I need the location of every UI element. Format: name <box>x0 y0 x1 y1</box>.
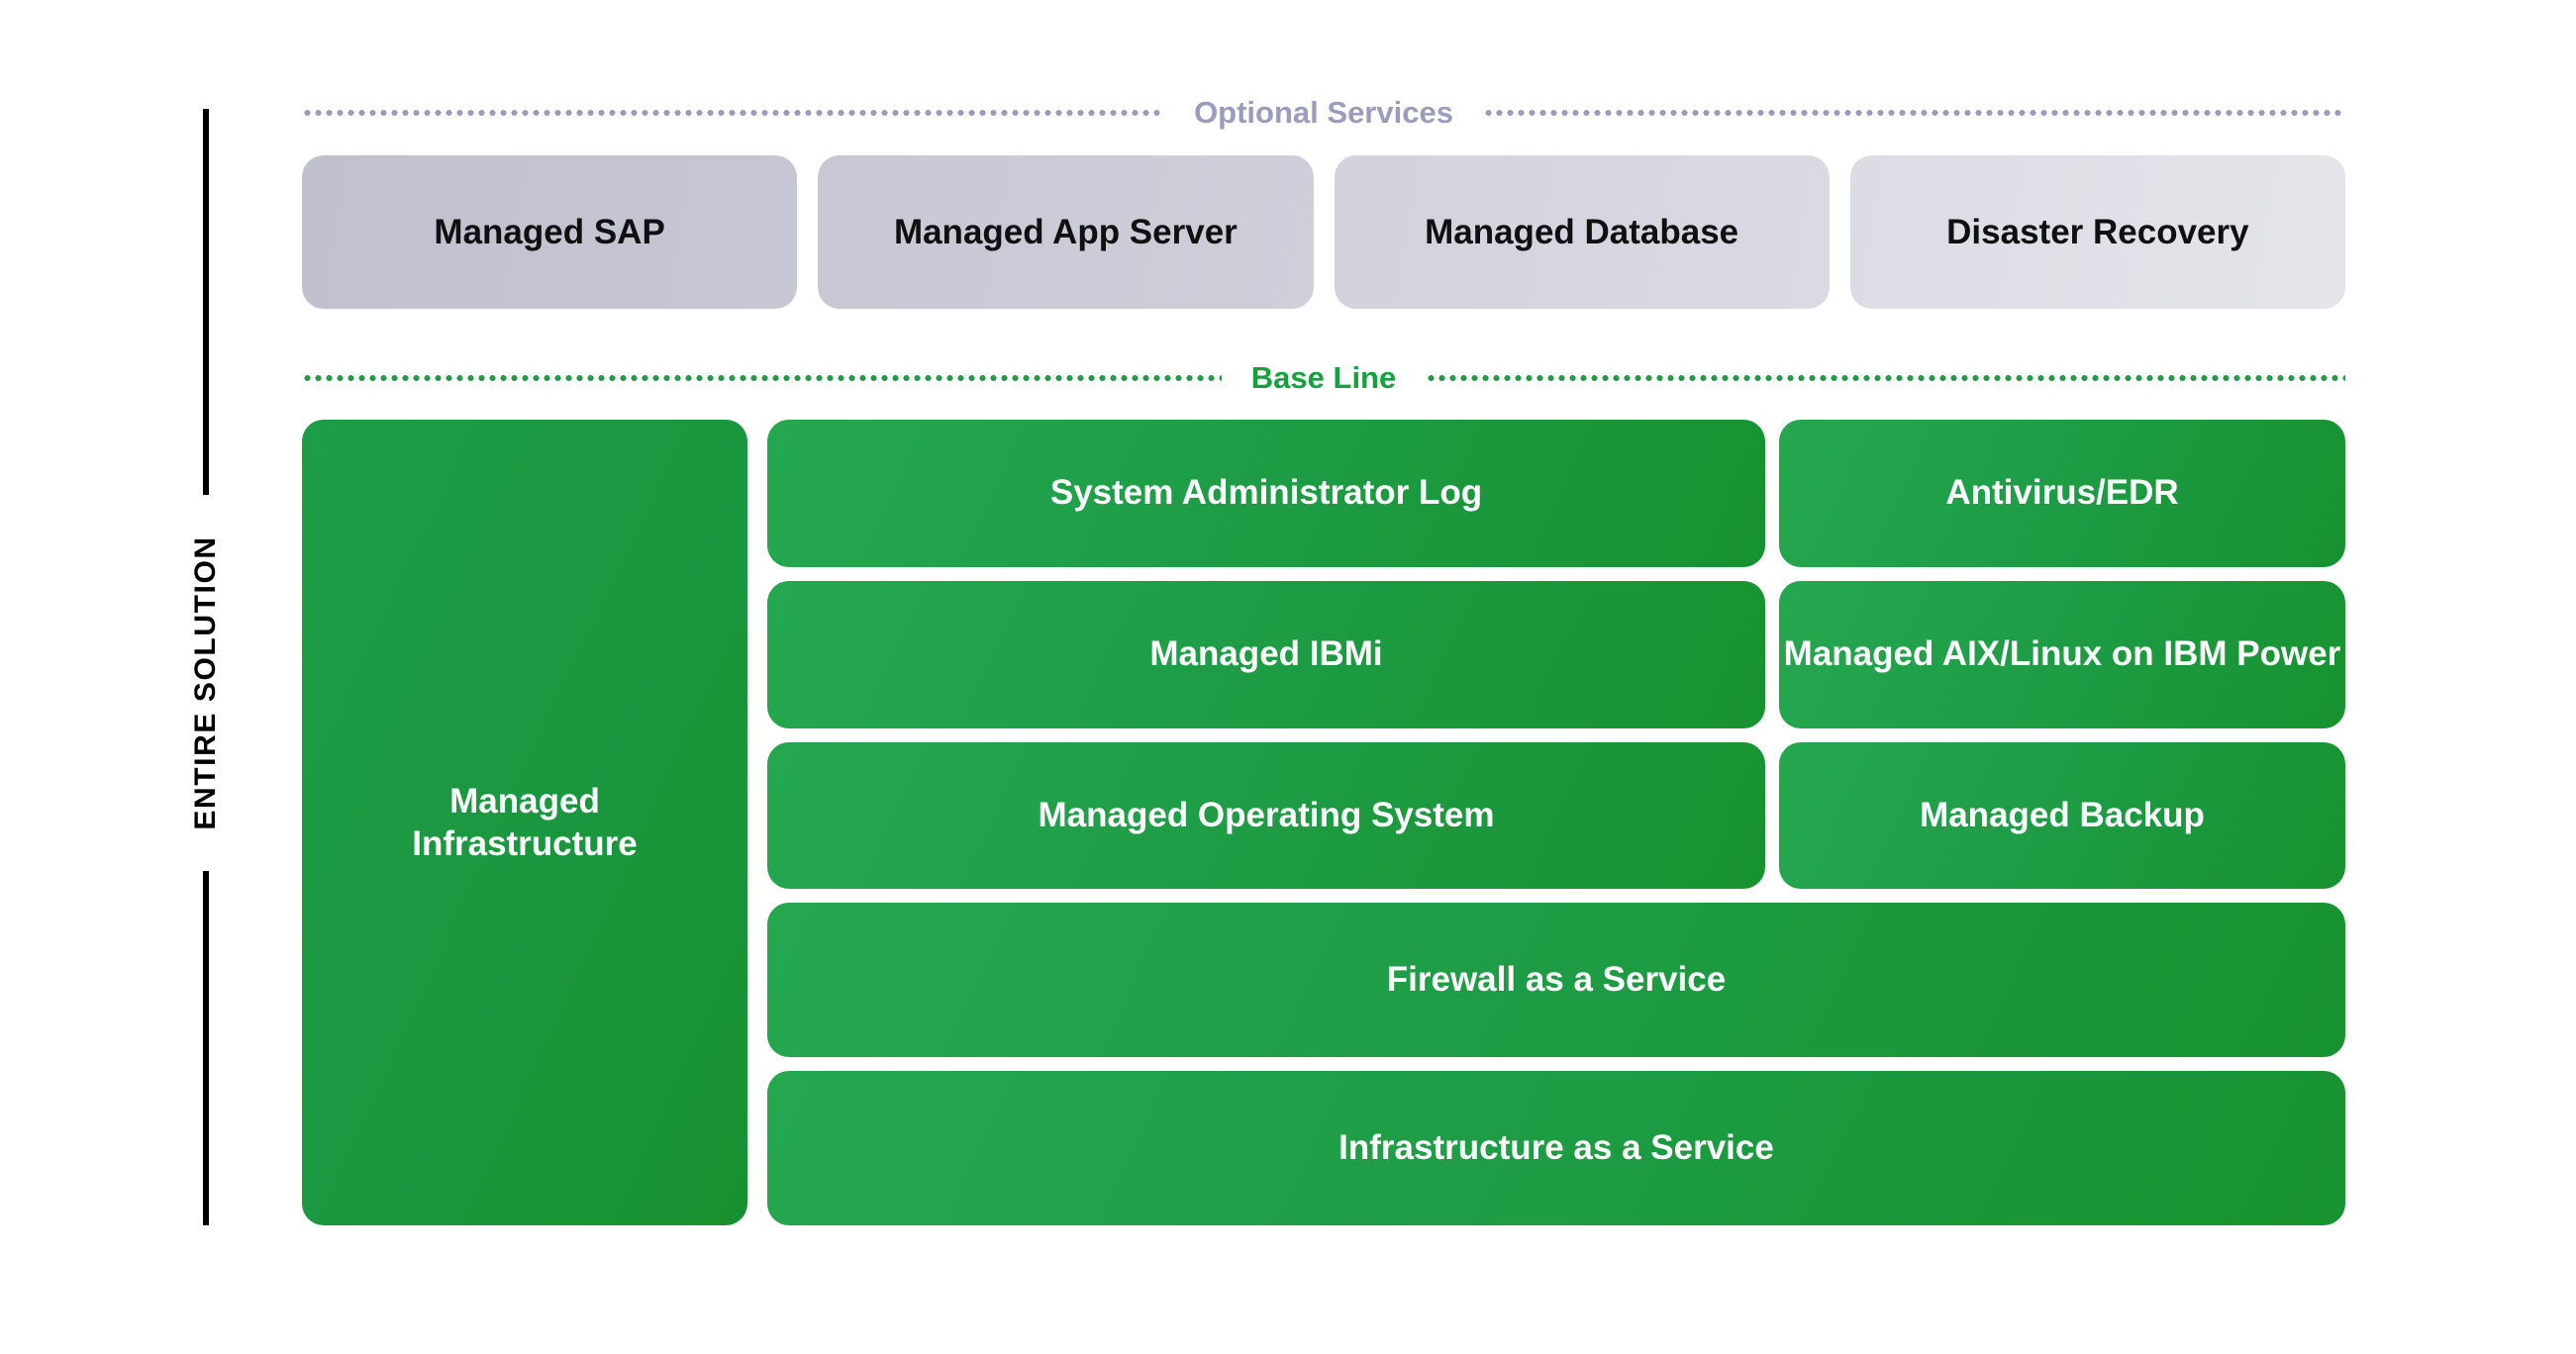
divider-caption-optional-services: Optional Services <box>1194 95 1453 130</box>
dotted-rule-right-optional <box>1482 110 2346 116</box>
optional-card-managed-database[interactable]: Managed Database <box>1334 155 1830 309</box>
divider-base-line: Base Line <box>302 356 2346 400</box>
managed-infrastructure-line-1: Managed <box>449 781 600 821</box>
optional-card-disaster-recovery[interactable]: Disaster Recovery <box>1849 155 2345 309</box>
base-card-managed-infrastructure[interactable]: Managed Infrastructure <box>302 420 747 1225</box>
optional-card-managed-app-server[interactable]: Managed App Server <box>818 155 1314 309</box>
base-card-firewall-as-a-service[interactable]: Firewall as a Service <box>767 903 2345 1058</box>
base-card-managed-ibmi[interactable]: Managed IBMi <box>767 580 1765 728</box>
base-card-managed-operating-system[interactable]: Managed Operating System <box>767 741 1765 890</box>
base-card-system-administrator-log[interactable]: System Administrator Log <box>767 420 1765 567</box>
base-card-managed-aix-linux-on-ibm-power[interactable]: Managed AIX/Linux on IBM Power <box>1779 580 2345 728</box>
base-line-row-1: System Administrator Log Antivirus/EDR <box>767 420 2345 567</box>
axis-line-bottom <box>203 871 209 1225</box>
divider-optional-services: Optional Services <box>302 91 2346 135</box>
dotted-rule-left-baseline <box>302 375 1222 381</box>
dotted-rule-left-optional <box>302 110 1165 116</box>
optional-card-managed-sap[interactable]: Managed SAP <box>302 155 798 309</box>
base-line-row-3: Managed Operating System Managed Backup <box>767 741 2345 890</box>
divider-caption-base-line: Base Line <box>1250 360 1397 395</box>
base-card-managed-backup[interactable]: Managed Backup <box>1779 741 2345 890</box>
base-line-stack-column: System Administrator Log Antivirus/EDR M… <box>767 420 2345 1225</box>
base-card-antivirus-edr[interactable]: Antivirus/EDR <box>1779 420 2345 567</box>
axis-label-entire-solution: ENTIRE SOLUTION <box>189 535 222 830</box>
base-line-grid: Managed Infrastructure System Administra… <box>302 420 2345 1225</box>
managed-infrastructure-column: Managed Infrastructure <box>302 420 747 1225</box>
managed-infrastructure-line-2: Infrastructure <box>412 824 638 863</box>
optional-services-row: Managed SAP Managed App Server Managed D… <box>302 155 2345 309</box>
base-card-infrastructure-as-a-service[interactable]: Infrastructure as a Service <box>767 1071 2345 1225</box>
axis-line-top <box>203 109 209 495</box>
base-line-row-2: Managed IBMi Managed AIX/Linux on IBM Po… <box>767 580 2345 728</box>
dotted-rule-right-baseline <box>1426 375 2346 381</box>
